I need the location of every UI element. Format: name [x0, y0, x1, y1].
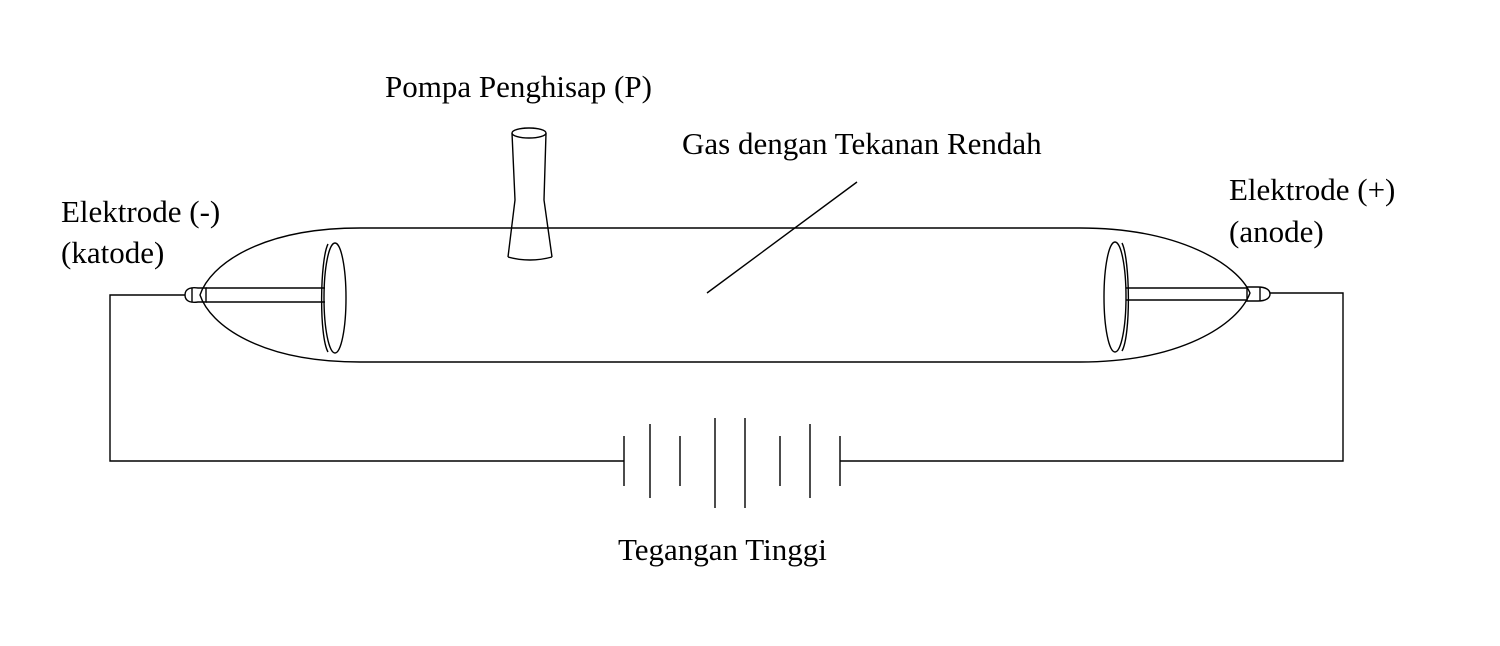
anode-sublabel: (anode)	[1229, 214, 1324, 249]
wire-left	[109, 294, 624, 462]
gas-pointer-line	[706, 181, 858, 294]
cathode-sublabel: (katode)	[61, 235, 165, 270]
battery-symbol	[623, 418, 841, 508]
voltage-label: Tegangan Tinggi	[618, 532, 827, 567]
tube-outline	[199, 227, 1251, 363]
anode-electrode	[1103, 241, 1271, 353]
wire-right	[840, 292, 1344, 462]
gas-label: Gas dengan Tekanan Rendah	[682, 126, 1042, 161]
cathode-electrode	[184, 242, 347, 354]
cathode-label: Elektrode (-)	[61, 194, 221, 229]
anode-label: Elektrode (+)	[1229, 172, 1396, 207]
pump-label: Pompa Penghisap (P)	[385, 69, 652, 104]
pump-tube	[507, 127, 553, 261]
